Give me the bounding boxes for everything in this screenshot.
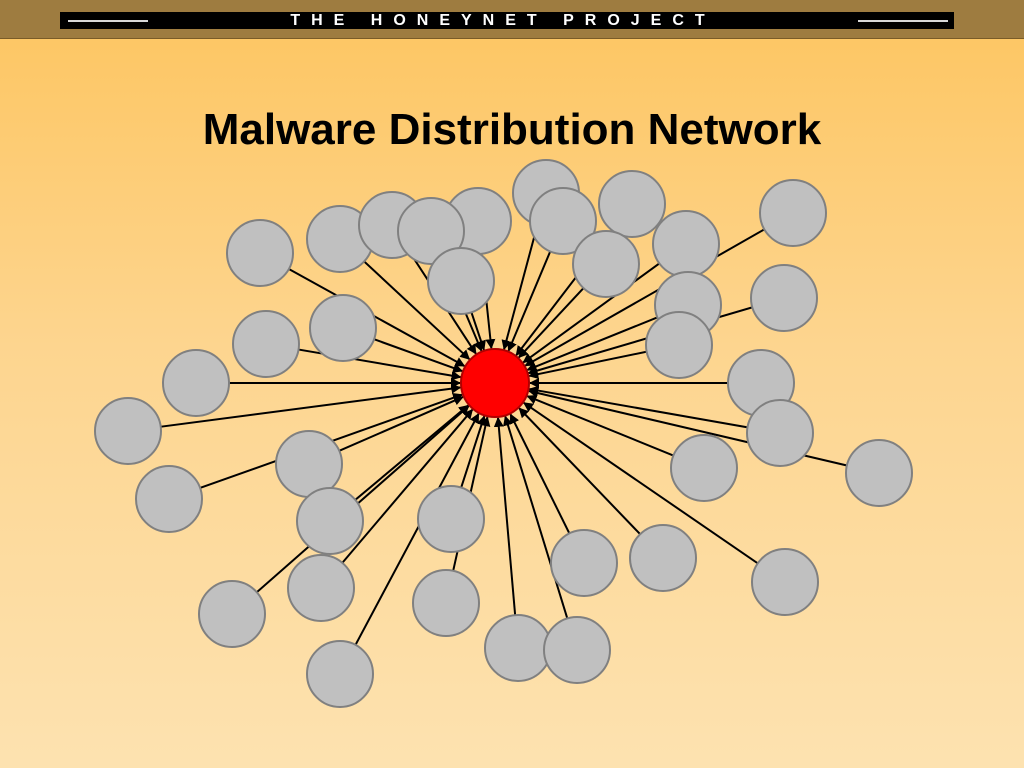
- client-node: [417, 485, 485, 553]
- honeynet-banner: THE HONEYNET PROJECT: [60, 12, 954, 29]
- client-node: [550, 529, 618, 597]
- edge-arrow: [507, 238, 557, 352]
- client-node: [94, 397, 162, 465]
- banner-text: THE HONEYNET PROJECT: [290, 12, 716, 29]
- client-node: [198, 580, 266, 648]
- edge-arrow: [285, 346, 462, 381]
- client-node: [226, 219, 294, 287]
- client-node: [543, 616, 611, 684]
- hub-layer: [460, 348, 530, 418]
- client-node: [135, 465, 203, 533]
- client-node: [529, 187, 597, 255]
- client-node: [629, 524, 697, 592]
- banner-rule-right: [858, 19, 948, 22]
- client-node: [645, 311, 713, 379]
- client-node: [296, 487, 364, 555]
- client-node: [484, 614, 552, 682]
- client-node: [232, 310, 300, 378]
- edge-arrow: [509, 413, 577, 546]
- client-node: [287, 554, 355, 622]
- edge-arrow: [526, 394, 687, 462]
- edge-arrow: [503, 415, 573, 632]
- client-node: [845, 439, 913, 507]
- edge-arrow: [493, 416, 518, 629]
- client-node: [598, 170, 666, 238]
- edge-arrow: [528, 385, 761, 431]
- slide-title: Malware Distribution Network: [202, 105, 822, 154]
- client-node: [670, 434, 738, 502]
- edge-arrow: [524, 221, 777, 367]
- edge-arrow: [522, 254, 671, 364]
- client-node: [746, 399, 814, 467]
- client-node: [572, 230, 640, 298]
- edge-arrow: [518, 277, 594, 359]
- client-node: [652, 210, 720, 278]
- edge-arrow: [333, 408, 474, 574]
- client-node: [427, 247, 495, 315]
- edge-arrow: [344, 404, 469, 510]
- client-node: [412, 569, 480, 637]
- edge-arrow: [348, 413, 480, 657]
- edge-arrow: [361, 333, 464, 373]
- edge-arrow: [326, 395, 464, 458]
- client-node: [751, 548, 819, 616]
- client-node: [750, 264, 818, 332]
- edge-arrow: [518, 407, 651, 545]
- header-band: THE HONEYNET PROJECT: [0, 0, 1024, 39]
- client-node: [306, 640, 374, 708]
- edge-arrow: [523, 401, 770, 572]
- client-node: [397, 197, 465, 265]
- client-node: [759, 179, 827, 247]
- edge-arrow: [456, 415, 487, 501]
- edge-arrow: [526, 311, 671, 372]
- edge-arrow: [528, 348, 660, 379]
- edge-arrow: [147, 383, 462, 430]
- client-node: [162, 349, 230, 417]
- nodes: [94, 159, 913, 708]
- client-node: [309, 294, 377, 362]
- banner-rule-left: [68, 19, 148, 22]
- hub-node: [460, 348, 530, 418]
- edge-arrow: [353, 251, 471, 360]
